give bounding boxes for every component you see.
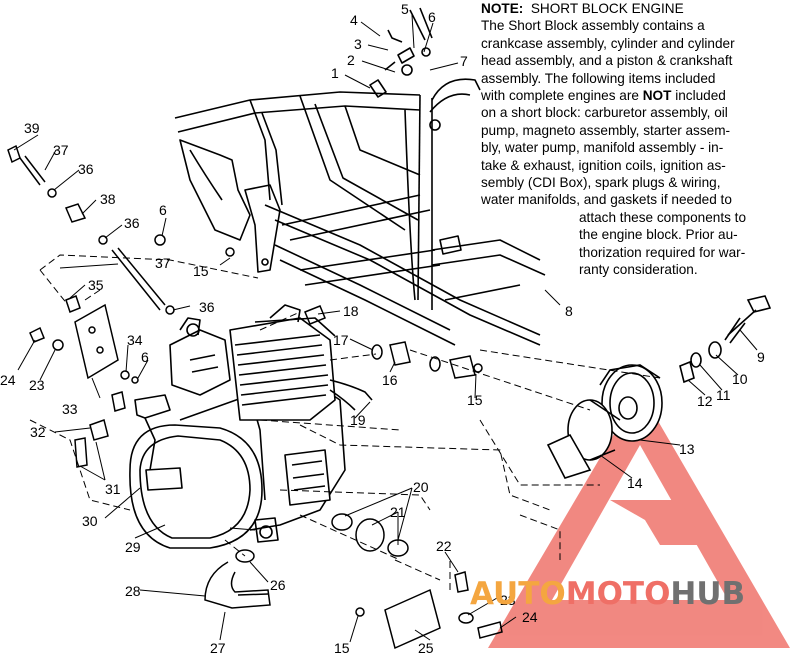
callout-36-a: 36 [78, 161, 94, 177]
watermark-text: AUTOMOTOHUB [470, 576, 745, 612]
callout-37-b: 37 [155, 255, 171, 271]
callout-38: 38 [100, 191, 116, 207]
callout-34: 34 [127, 332, 143, 348]
callout-7: 7 [460, 53, 468, 69]
note-line: water manifolds, and gaskets if needed t… [481, 192, 732, 208]
hardware-drawing [7, 144, 503, 650]
callout-32: 32 [30, 424, 46, 440]
callout-15-mid: 15 [467, 392, 483, 408]
callout-22: 22 [436, 538, 452, 554]
note-line: The Short Block assembly contains a [481, 18, 705, 34]
note-line: thorization required for war- [579, 244, 746, 260]
watermark-auto: AUTO [470, 576, 566, 612]
note-line: the engine block. Prior au- [579, 227, 738, 243]
callout-26: 26 [270, 577, 286, 593]
callout-8: 8 [565, 303, 573, 319]
callout-6-left: 6 [141, 349, 149, 365]
note-line: crankcase assembly, cylinder and cylinde… [481, 35, 735, 51]
note-line: on a short block: carburetor assembly, o… [481, 105, 728, 121]
callout-39: 39 [24, 120, 40, 136]
callout-6-top: 6 [428, 9, 436, 25]
callout-15-frame: 15 [193, 263, 209, 279]
leader-lines [13, 14, 758, 643]
callout-numbers: 1 2 3 4 5 6 7 8 9 10 11 12 13 14 15 15 1… [0, 1, 765, 655]
note-line: head assembly, and a piston & crankshaft [481, 53, 733, 69]
callout-24-right: 24 [522, 609, 538, 625]
engine-drawing [129, 304, 373, 549]
clutch-drawing [546, 295, 772, 479]
callout-29: 29 [125, 539, 141, 555]
callout-1: 1 [331, 65, 339, 81]
callout-28: 28 [125, 583, 141, 599]
callout-13: 13 [679, 441, 695, 457]
callout-14: 14 [627, 475, 643, 491]
note-line: sembly (CDI Box), spark plugs & wiring, [481, 175, 721, 191]
callout-6-mid: 6 [159, 202, 167, 218]
callout-37-a: 37 [53, 142, 69, 158]
watermark-moto: MOTO [565, 576, 671, 612]
short-block-note: NOTE: SHORT BLOCK ENGINE The Short Block… [481, 0, 797, 279]
callout-21: 21 [390, 504, 406, 520]
note-heading-label: NOTE: [481, 1, 524, 16]
callout-30: 30 [82, 513, 98, 529]
callout-23-left: 23 [29, 377, 45, 393]
note-heading: NOTE: SHORT BLOCK ENGINE [481, 0, 797, 17]
callout-11: 11 [716, 387, 731, 403]
watermark-hub: HUB [670, 576, 746, 612]
note-line-not: with complete engines are NOT included [481, 87, 797, 104]
callout-33: 33 [62, 401, 78, 417]
note-line: assembly. The following items included [481, 70, 716, 86]
note-not-suffix: included [671, 88, 726, 104]
callout-9: 9 [757, 349, 765, 365]
note-line: ranty consideration. [579, 262, 698, 278]
callout-24-left: 24 [0, 372, 16, 388]
callout-4: 4 [350, 12, 358, 28]
callout-23-right: 23 [500, 592, 516, 608]
callout-2: 2 [347, 52, 355, 68]
callout-20: 20 [413, 479, 429, 495]
callout-17: 17 [333, 332, 349, 348]
callout-18: 18 [343, 303, 359, 319]
frame-drawing [174, 7, 546, 346]
callout-27: 27 [210, 640, 226, 655]
callout-12: 12 [697, 393, 713, 409]
note-line: bly, water pump, manifold assembly - in- [481, 140, 724, 156]
note-line: take & exhaust, ignition coils, ignition… [481, 157, 726, 173]
note-heading-title: SHORT BLOCK ENGINE [523, 1, 684, 16]
callout-36-c: 36 [199, 299, 215, 315]
callout-10: 10 [732, 371, 748, 387]
callout-5: 5 [401, 1, 409, 17]
note-not-prefix: with complete engines are [481, 88, 643, 104]
callout-15-bottom: 15 [334, 640, 350, 655]
watermark-logo [488, 390, 790, 648]
callout-35: 35 [88, 277, 104, 293]
callout-31: 31 [105, 481, 121, 497]
callout-16: 16 [382, 372, 398, 388]
callout-3: 3 [354, 36, 362, 52]
note-not-word: NOT [642, 88, 672, 104]
callout-36-b: 36 [124, 215, 140, 231]
callout-19: 19 [350, 412, 366, 428]
note-line: attach these components to [579, 209, 747, 225]
note-line: pump, magneto assembly, starter assem- [481, 122, 731, 138]
assembly-lines [29, 254, 661, 590]
callout-25: 25 [418, 640, 434, 655]
